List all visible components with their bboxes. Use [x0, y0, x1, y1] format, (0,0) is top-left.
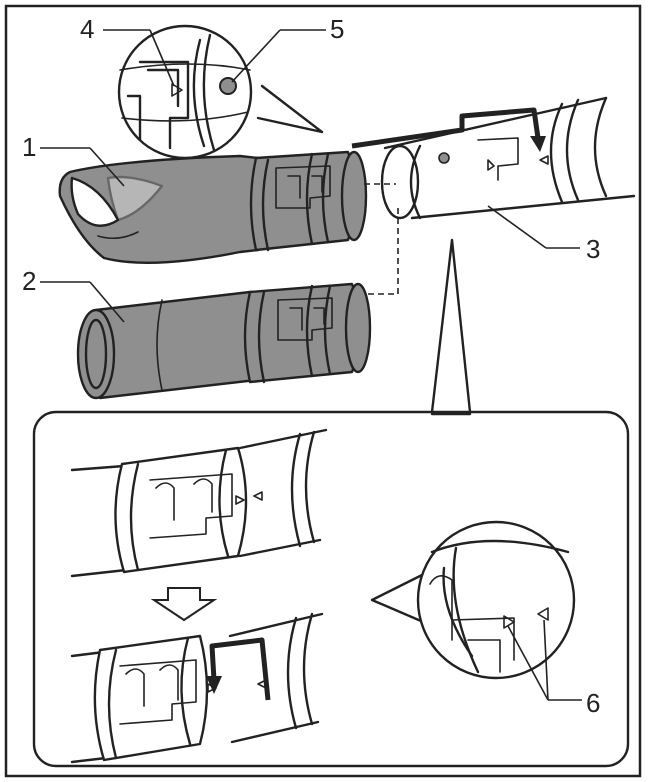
- top-magnifier: [117, 24, 324, 160]
- flat-nozzle: [58, 150, 368, 264]
- callout-label-2: 2: [22, 266, 36, 296]
- arrow-head: [530, 136, 546, 152]
- alignment-triangle-icon: [537, 607, 549, 621]
- detail-pointer: [430, 238, 472, 414]
- insert-rotate-arrow-icon: [351, 107, 541, 149]
- step-2-illustration: [70, 612, 324, 764]
- alignment-triangle-icon: [503, 615, 515, 629]
- alignment-triangle-icon: [253, 491, 263, 501]
- alignment-triangle-icon: [487, 159, 495, 171]
- round-nozzle: [76, 282, 372, 400]
- callout-label-5: 5: [330, 14, 344, 44]
- detail-magnifier: [370, 520, 576, 680]
- alignment-guide: [368, 206, 399, 295]
- rotate-arrow-icon: [209, 637, 271, 701]
- callout-label-1: 1: [22, 132, 36, 162]
- callout-label-6: 6: [586, 688, 600, 718]
- callout-label-4: 4: [80, 14, 94, 44]
- callout-label-3: 3: [586, 234, 600, 264]
- blower-pipe: [380, 96, 636, 220]
- outer-frame: [4, 4, 642, 778]
- alignment-triangle-icon: [235, 495, 245, 505]
- alignment-triangle-icon: [171, 83, 183, 97]
- down-arrow-icon: [150, 587, 218, 622]
- step-1-illustration: [70, 428, 328, 578]
- alignment-triangle-icon: [539, 155, 549, 165]
